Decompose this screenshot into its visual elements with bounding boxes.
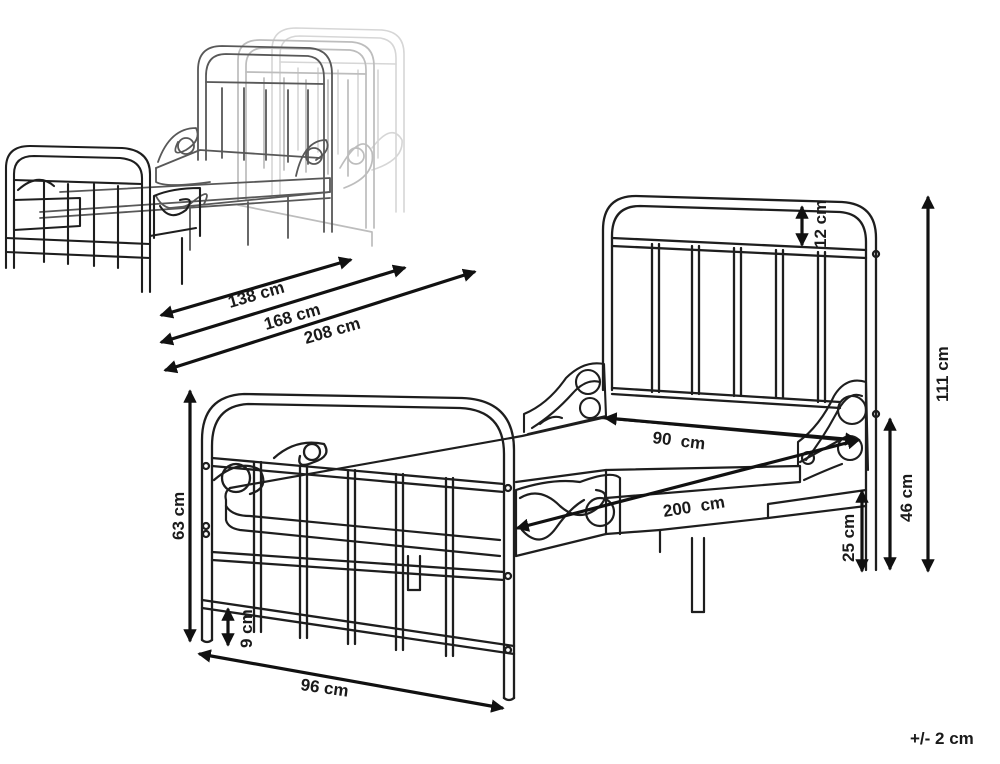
headboard bbox=[601, 194, 881, 572]
arrow-200 bbox=[515, 436, 861, 532]
dimension-arrows bbox=[159, 195, 935, 713]
side-rails bbox=[406, 464, 868, 614]
label-111: 111 cm bbox=[933, 346, 952, 402]
small-footboard bbox=[4, 144, 202, 294]
label-25: 25 cm bbox=[839, 514, 858, 562]
side-rail-right-scroll bbox=[796, 379, 870, 482]
small-bed-frame bbox=[39, 127, 331, 251]
main-bed bbox=[200, 194, 881, 702]
label-12: 12 cm bbox=[811, 200, 830, 248]
headboard-mid bbox=[237, 39, 375, 247]
label-90: 90 cm bbox=[652, 428, 707, 453]
tolerance-note: +/- 2 cm bbox=[910, 729, 974, 748]
label-46: 46 cm bbox=[897, 474, 916, 522]
label-9: 9 cm bbox=[237, 609, 256, 648]
arrow-208 bbox=[163, 268, 477, 374]
label-200: 200 cm bbox=[662, 492, 727, 521]
extension-illustration bbox=[4, 27, 405, 294]
arrow-96 bbox=[197, 649, 505, 713]
footboard bbox=[200, 392, 516, 702]
label-63: 63 cm bbox=[169, 492, 188, 540]
side-rail-left-scroll bbox=[522, 362, 608, 436]
